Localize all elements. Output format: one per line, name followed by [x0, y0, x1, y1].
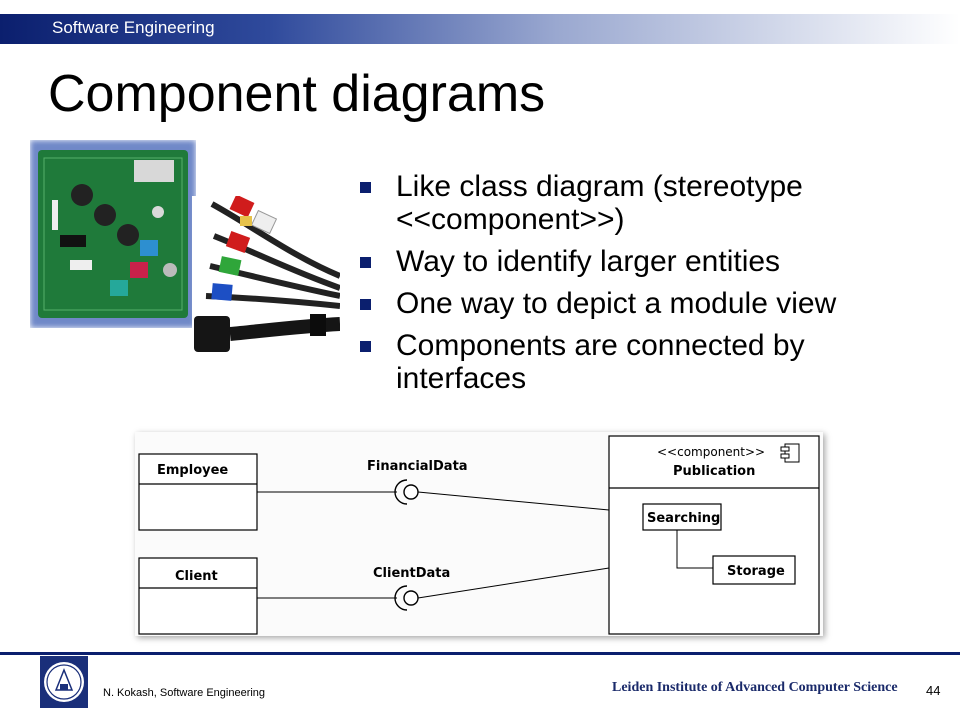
client-class-name: Client [175, 569, 218, 584]
square-bullet-icon [360, 182, 371, 193]
employee-class-name: Employee [157, 463, 228, 478]
socket-icon [394, 585, 408, 611]
client-class-box [138, 557, 258, 635]
component-stereotype: <<component>> [657, 445, 765, 459]
footer-institute: Leiden Institute of Advanced Computer Sc… [612, 680, 898, 695]
square-bullet-icon [360, 257, 371, 268]
lollipop-icon [403, 484, 419, 500]
square-bullet-icon [360, 341, 371, 352]
storage-part-box [712, 555, 796, 585]
bullet-text-cont: interfaces [396, 362, 527, 395]
bullet-text: One way to depict a module view [396, 287, 837, 320]
bullet-text: Components are connected by [396, 329, 805, 362]
component-name: Publication [673, 464, 755, 479]
bullet-item: Components are connected by interfaces [360, 329, 940, 395]
leiden-university-seal-icon [40, 656, 88, 708]
slide-title: Component diagrams [48, 65, 546, 123]
bullet-item: Like class diagram (stereotype <<compone… [360, 170, 940, 236]
lollipop-icon [403, 590, 419, 606]
searching-part-name: Searching [647, 511, 720, 526]
av-cables-image [192, 196, 340, 358]
bullet-text-cont: <<component>>) [396, 203, 625, 236]
socket-icon [394, 479, 408, 505]
page-number: 44 [926, 683, 941, 698]
footer-author: N. Kokash, Software Engineering [103, 687, 266, 699]
storage-part-name: Storage [727, 564, 785, 579]
bullet-text: Like class diagram (stereotype [396, 170, 803, 203]
bullet-item: Way to identify larger entities [360, 245, 940, 278]
course-title: Software Engineering [52, 18, 215, 37]
financialdata-label: FinancialData [367, 459, 468, 474]
bullet-item: One way to depict a module view [360, 287, 940, 320]
publication-component-box [608, 435, 820, 635]
footer-divider [0, 652, 960, 655]
searching-part-box [642, 503, 722, 531]
bullet-text: Way to identify larger entities [396, 245, 781, 278]
employee-class-box [138, 453, 258, 531]
square-bullet-icon [360, 299, 371, 310]
bullet-list: Like class diagram (stereotype <<compone… [360, 170, 940, 404]
header-bar [0, 14, 960, 44]
circuit-board-image [30, 140, 196, 328]
component-icon [780, 443, 800, 463]
clientdata-label: ClientData [373, 566, 450, 581]
component-diagram: Employee Client FinancialData ClientData… [135, 432, 823, 636]
